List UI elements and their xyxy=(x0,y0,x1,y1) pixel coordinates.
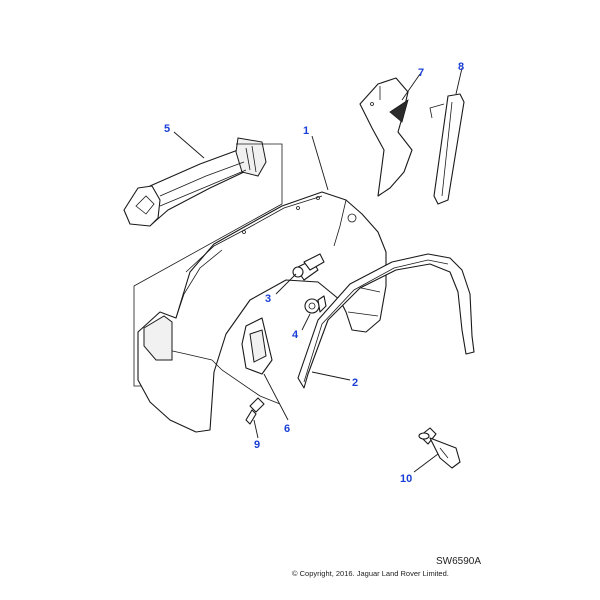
seal-strip-part-8 xyxy=(429,93,465,205)
callout-8: 8 xyxy=(458,61,464,73)
leader-lines xyxy=(173,67,463,473)
wheel-arch-liner-part-1 xyxy=(137,191,387,433)
callout-9: 9 xyxy=(254,439,260,451)
callout-7: 7 xyxy=(418,67,424,79)
callout-5: 5 xyxy=(164,123,170,135)
copyright-notice: © Copyright, 2016. Jaguar Land Rover Lim… xyxy=(292,569,449,578)
splash-bracket-part-7 xyxy=(359,77,413,197)
callout-4: 4 xyxy=(292,329,299,341)
callout-1: 1 xyxy=(303,125,309,137)
callout-10: 10 xyxy=(400,473,412,485)
screw-part-9 xyxy=(245,397,265,425)
bracket-part-6 xyxy=(241,317,273,375)
callout-3: 3 xyxy=(265,293,271,305)
nut-part-4 xyxy=(304,295,327,314)
air-duct-part-5 xyxy=(123,137,267,227)
moulding-strip-part-2 xyxy=(297,253,475,389)
callout-2: 2 xyxy=(352,377,358,389)
callout-6: 6 xyxy=(284,423,290,435)
push-clip-part-10 xyxy=(418,427,461,469)
reference-plane xyxy=(133,143,283,387)
diagram-reference-code: SW6590A xyxy=(436,556,482,567)
